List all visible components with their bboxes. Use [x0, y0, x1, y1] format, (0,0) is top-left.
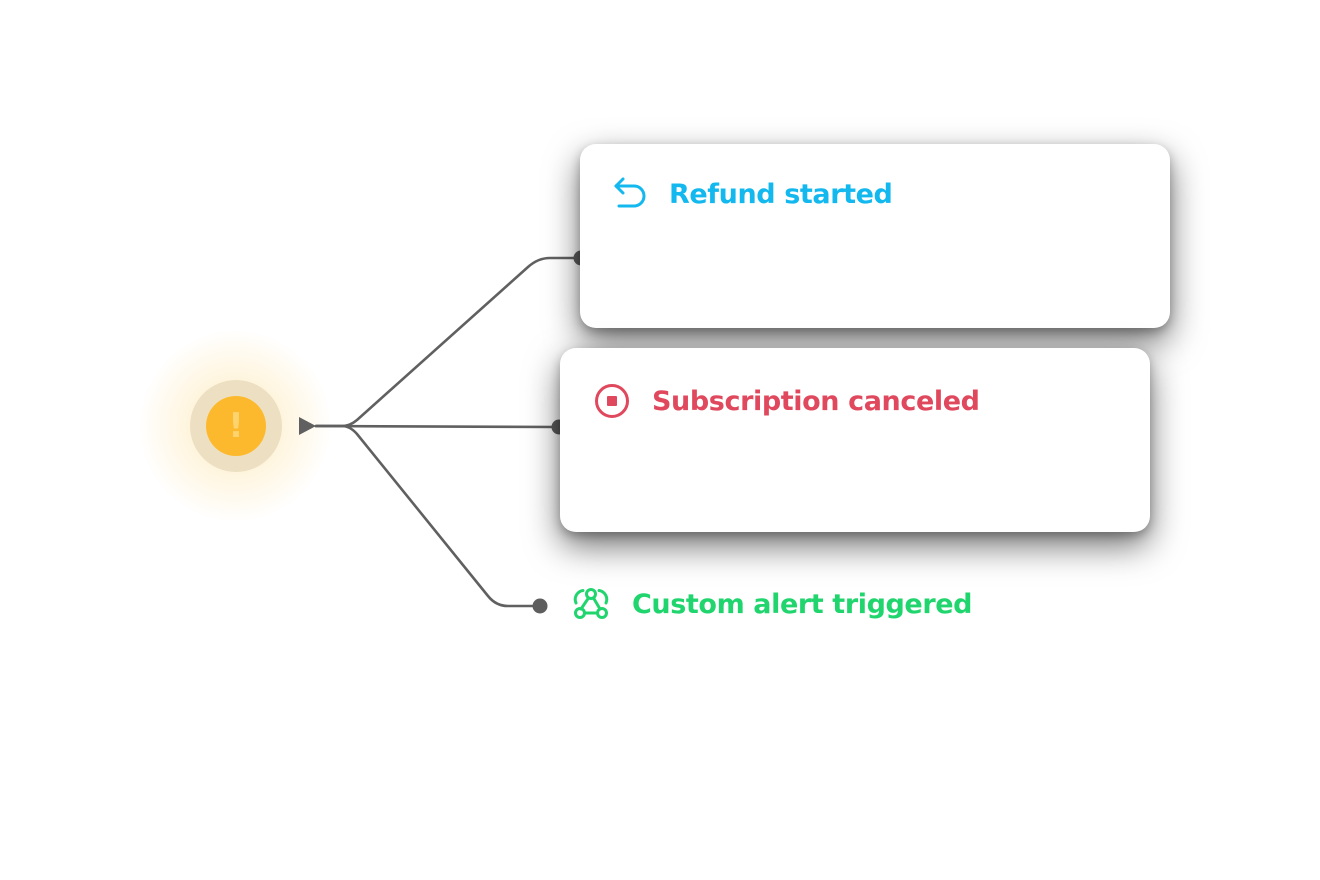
- alert-glyph: !: [228, 406, 244, 446]
- connector-to-custom-alert: [314, 424, 542, 608]
- connector-to-subscription: [314, 424, 561, 429]
- webhook-icon: [572, 585, 610, 623]
- subscription-card[interactable]: Subscription canceled: [560, 348, 1150, 532]
- stop-circle-icon: [594, 383, 630, 419]
- connector-dot-custom-alert: [532, 598, 548, 614]
- custom-alert-event-row[interactable]: Custom alert triggered: [572, 585, 973, 623]
- refund-event-label: Refund started: [669, 178, 893, 210]
- subscription-event-row: Subscription canceled: [594, 383, 980, 419]
- refund-event-row: Refund started: [613, 176, 893, 212]
- connector-to-refund: [314, 256, 583, 428]
- undo-arrow-icon: [613, 176, 647, 212]
- custom-alert-event-label: Custom alert triggered: [632, 588, 973, 620]
- alert-icon[interactable]: !: [206, 396, 266, 456]
- refund-card[interactable]: Refund started: [580, 144, 1170, 328]
- connector-source-arrow: [299, 417, 316, 435]
- subscription-event-label: Subscription canceled: [652, 385, 980, 417]
